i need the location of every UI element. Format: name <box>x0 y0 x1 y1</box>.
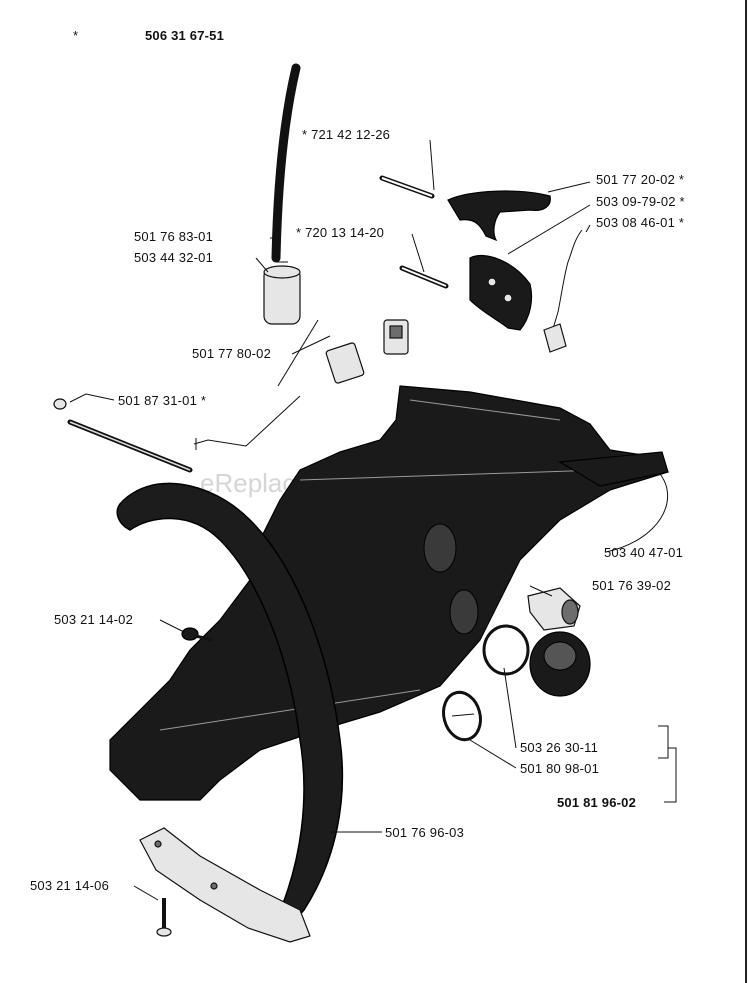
throttle-cable <box>53 398 193 473</box>
watermark-text: eReplac <box>200 468 295 498</box>
cap-gasket <box>442 690 482 742</box>
handle-bracket <box>139 827 311 943</box>
label-501-76-96-03: 501 76 96-03 <box>385 825 465 840</box>
label-503-09-79-02: 503 09-79-02 * <box>596 194 685 209</box>
housing-ridge-1 <box>409 399 561 421</box>
housing-ridge-2 <box>299 469 601 481</box>
housing-boss <box>423 523 457 573</box>
choke-slider <box>325 342 365 384</box>
fuel-hose <box>271 63 301 263</box>
pin-lower <box>399 265 449 289</box>
trigger-spring <box>551 229 583 333</box>
vent-bushing <box>527 587 581 631</box>
header-part-number: 506 31 67-51 <box>145 28 225 43</box>
label-503-08-46-01: 503 08 46-01 * <box>596 215 685 230</box>
throttle-lockout <box>469 254 533 331</box>
label-503-26-30-11: 503 26 30-11 <box>520 740 599 755</box>
o-ring <box>482 624 530 676</box>
fuel-filter <box>263 261 301 325</box>
housing-opening <box>449 589 479 635</box>
spring-clip <box>543 323 567 353</box>
choke-rod <box>193 395 301 447</box>
label-501-80-98-01: 501 80 98-01 <box>520 761 600 776</box>
label-501-76-83-01: 501 76 83-01 <box>134 229 214 244</box>
throttle-trigger <box>447 190 551 242</box>
label-501-77-80-02: 501 77 80-02 <box>192 346 272 361</box>
label-503-44-32-01: 503 44 32-01 <box>134 250 214 265</box>
leader-lines <box>69 139 677 901</box>
pin-upper <box>379 175 435 199</box>
label-503-21-14-06: 503 21 14-06 <box>30 878 110 893</box>
screw-lower <box>156 898 172 937</box>
label-721-42-12-26: * 721 42 12-26 <box>302 127 391 142</box>
label-501-87-31-01: 501 87 31-01 * <box>118 393 207 408</box>
bracket-hole-1 <box>154 840 162 848</box>
label-720-13-14-20: * 720 13 14-20 <box>296 225 385 240</box>
bracket-hole-2 <box>210 882 218 890</box>
lockout-hole-1 <box>487 277 497 287</box>
header-asterisk: * <box>73 28 79 43</box>
choke-knob <box>383 319 409 355</box>
label-503-21-14-02: 503 21 14-02 <box>54 612 134 627</box>
housing-ridge-3 <box>159 689 421 731</box>
screw-upper <box>181 627 213 642</box>
label-503-40-47-01: 503 40 47-01 <box>604 545 684 560</box>
label-501-81-96-02: 501 81 96-02 <box>557 795 637 810</box>
label-501-77-20-02: 501 77 20-02 * <box>596 172 685 187</box>
label-501-76-39-02: 501 76 39-02 <box>592 578 672 593</box>
lockout-hole-2 <box>503 293 513 303</box>
rear-handle-grip <box>558 451 669 487</box>
fuel-cap <box>529 631 591 697</box>
tank-housing <box>109 385 669 801</box>
